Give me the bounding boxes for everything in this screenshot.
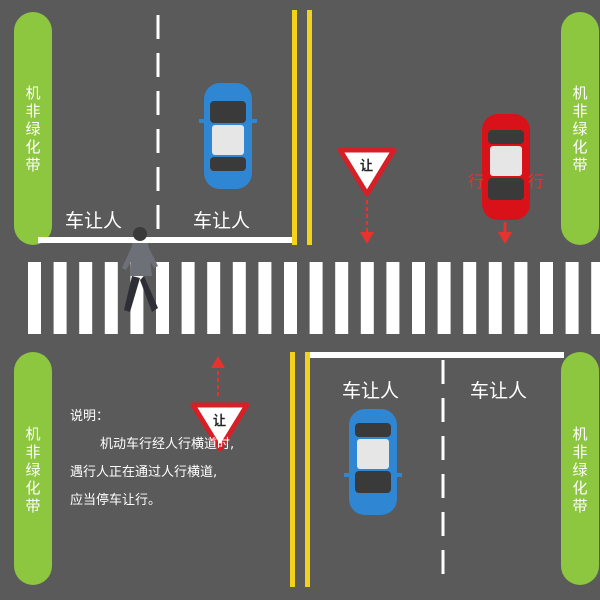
crosswalk-stripe	[437, 262, 451, 334]
crosswalk-stripe	[412, 262, 425, 334]
arrow-down-red-car	[498, 222, 512, 244]
arrow-up-sign	[211, 356, 225, 398]
crosswalk-stripe	[207, 262, 221, 334]
green-belt-top-right	[561, 12, 599, 245]
crosswalk-stripe	[258, 262, 272, 334]
crosswalk-stripe	[514, 262, 528, 334]
red-car-side-text-left: 行	[468, 172, 485, 191]
yield-label-top-right: 车让人	[193, 210, 251, 232]
crosswalk-stripe	[284, 262, 297, 334]
yellow-line-bottom-2	[305, 352, 310, 587]
note-title: 说明：	[70, 409, 110, 424]
yield-sign-top	[337, 147, 397, 197]
crosswalk-stripe	[181, 262, 195, 334]
yield-sign-top-text: 让	[360, 159, 374, 174]
crosswalk	[28, 262, 600, 334]
stop-line-top	[38, 237, 294, 243]
crosswalk-stripe	[28, 262, 41, 334]
crosswalk-stripe	[53, 262, 67, 334]
crosswalk-stripe	[386, 262, 400, 334]
green-belt-label-tr: 机非绿化带	[572, 84, 588, 174]
note-line-2: 遇行人正在通过人行横道,	[70, 465, 218, 480]
blue-car-top	[199, 83, 257, 189]
yellow-line-bottom-1	[290, 352, 295, 587]
note-line-3: 应当停车让行。	[70, 493, 162, 508]
green-belt-label-bl: 机非绿化带	[25, 425, 41, 515]
green-belt-bottom-left	[14, 352, 52, 585]
stop-line-bottom	[306, 352, 564, 358]
yield-label-top-left: 车让人	[65, 210, 123, 232]
pedestrian	[122, 227, 158, 312]
crosswalk-stripe	[565, 262, 579, 334]
red-car	[482, 114, 530, 220]
yellow-line-top-2	[307, 10, 312, 245]
yield-label-bottom-right: 车让人	[470, 380, 528, 402]
green-belt-label-br: 机非绿化带	[572, 425, 588, 515]
yellow-line-top-1	[292, 10, 297, 245]
crosswalk-stripe	[104, 262, 118, 334]
crosswalk-stripe	[232, 262, 246, 334]
crosswalk-stripe	[591, 262, 600, 334]
crosswalk-stripe	[156, 262, 169, 334]
green-belt-top-left	[14, 12, 52, 245]
yield-label-bottom-left: 车让人	[342, 380, 400, 402]
crosswalk-stripe	[463, 262, 477, 334]
crosswalk-stripe	[335, 262, 349, 334]
red-car-side-text-right: 行	[528, 172, 545, 191]
arrow-down-sign	[360, 200, 374, 244]
blue-car-bottom	[344, 409, 402, 515]
crosswalk-stripe	[79, 262, 93, 334]
green-belt-bottom-right	[561, 352, 599, 585]
crosswalk-stripe	[540, 262, 553, 334]
crosswalk-stripe	[309, 262, 323, 334]
crosswalk-stripe	[488, 262, 502, 334]
note-line-1: 机动车行经人行横道时,	[100, 437, 235, 452]
yield-sign-bottom-text: 让	[213, 414, 227, 429]
yield-sign-bottom	[190, 402, 250, 452]
crosswalk-stripe	[360, 262, 374, 334]
green-belt-label-tl: 机非绿化带	[25, 84, 41, 174]
